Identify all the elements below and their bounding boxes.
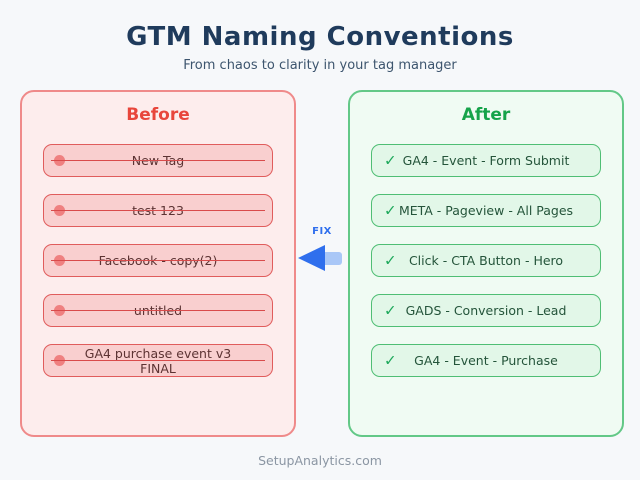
check-icon: ✓ <box>384 301 397 319</box>
arrow-tail <box>325 251 342 265</box>
before-panel: Before New Tag test 123 Facebook - copy(… <box>20 90 296 437</box>
check-icon: ✓ <box>384 201 397 219</box>
check-icon: ✓ <box>384 351 397 369</box>
strikethrough-line <box>51 209 265 212</box>
footer-text: SetupAnalytics.com <box>258 453 382 468</box>
before-item: test 123 <box>43 194 273 227</box>
after-panel-title: After <box>461 105 511 125</box>
after-item-label: GADS - Conversion - Lead <box>405 303 567 318</box>
fix-arrow: FIX <box>298 226 346 271</box>
left-arrow-icon <box>298 245 346 271</box>
strikethrough-line <box>51 309 265 312</box>
strikethrough-line <box>51 159 265 162</box>
after-item-label: GA4 - Event - Purchase <box>414 353 558 368</box>
check-icon: ✓ <box>384 151 397 169</box>
after-panel: After ✓ GA4 - Event - Form Submit ✓ META… <box>348 90 624 437</box>
before-item: Facebook - copy(2) <box>43 244 273 277</box>
strikethrough-line <box>51 359 265 362</box>
before-item: New Tag <box>43 144 273 177</box>
before-item: GA4 purchase event v3 FINAL <box>43 344 273 377</box>
arrow-head <box>298 245 325 271</box>
before-item-label: GA4 purchase event v3 FINAL <box>84 345 232 376</box>
after-item: ✓ GA4 - Event - Form Submit <box>371 144 601 177</box>
after-item-label: META - Pageview - All Pages <box>398 203 574 218</box>
page-subtitle: From chaos to clarity in your tag manage… <box>183 58 457 73</box>
page-title: GTM Naming Conventions <box>126 22 514 52</box>
before-panel-title: Before <box>126 105 190 125</box>
after-item-label: Click - CTA Button - Hero <box>408 253 564 268</box>
after-item: ✓ GADS - Conversion - Lead <box>371 294 601 327</box>
before-item: untitled <box>43 294 273 327</box>
check-icon: ✓ <box>384 251 397 269</box>
after-item: ✓ META - Pageview - All Pages <box>371 194 601 227</box>
after-item-label: GA4 - Event - Form Submit <box>402 153 570 168</box>
after-item: ✓ GA4 - Event - Purchase <box>371 344 601 377</box>
after-item: ✓ Click - CTA Button - Hero <box>371 244 601 277</box>
strikethrough-line <box>51 259 265 262</box>
fix-label: FIX <box>312 226 332 237</box>
